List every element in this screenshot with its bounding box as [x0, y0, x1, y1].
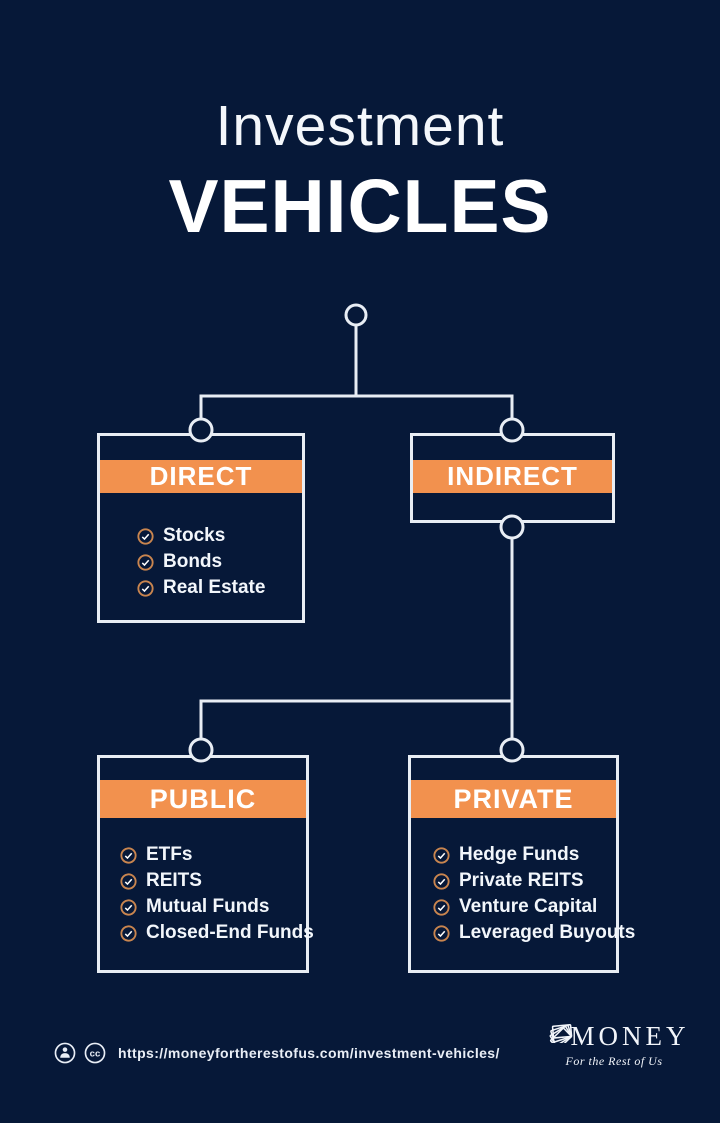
money-fan-icon	[539, 1010, 577, 1050]
check-circle-icon	[120, 872, 137, 890]
item-label: Bonds	[163, 551, 223, 572]
indirect-header: INDIRECT	[413, 460, 612, 493]
page-title: Investment VEHICLES	[0, 98, 720, 244]
check-circle-icon	[433, 846, 450, 864]
list-item: Bonds	[137, 549, 302, 575]
title-line-2: VEHICLES	[168, 164, 552, 248]
item-label: Venture Capital	[459, 896, 598, 917]
cc-icon: cc	[84, 1042, 106, 1064]
logo-name: MONEY	[570, 1021, 690, 1051]
root-node-circle	[344, 303, 368, 327]
list-item: Stocks	[137, 523, 302, 549]
check-circle-icon	[433, 872, 450, 890]
source-url: https://moneyfortherestofus.com/investme…	[118, 1045, 500, 1061]
list-item: Private REITS	[433, 868, 616, 894]
check-circle-icon	[120, 846, 137, 864]
item-label: REITS	[146, 870, 202, 891]
item-label: Leveraged Buyouts	[459, 922, 636, 943]
list-item: Leveraged Buyouts	[433, 920, 635, 946]
svg-text:cc: cc	[90, 1048, 101, 1059]
check-circle-icon	[433, 898, 450, 916]
direct-box: DIRECT Stocks Bonds Real Estate	[97, 433, 305, 623]
item-label: Mutual Funds	[146, 896, 270, 917]
check-circle-icon	[120, 924, 137, 942]
title-line-1: Investment	[215, 94, 505, 158]
list-item: Venture Capital	[433, 894, 616, 920]
public-header: PUBLIC	[100, 780, 306, 818]
money-for-the-rest-of-us-logo: MONEY For the Rest of Us	[534, 1010, 694, 1069]
public-item-list: ETFs REITS Mutual Funds Closed-End Funds	[100, 818, 314, 946]
check-circle-icon	[433, 924, 450, 942]
list-item: ETFs	[120, 842, 306, 868]
logo-tagline: For the Rest of Us	[565, 1054, 663, 1068]
direct-item-list: Stocks Bonds Real Estate	[100, 493, 302, 601]
item-label: Real Estate	[163, 577, 266, 598]
indirect-box: INDIRECT	[410, 433, 615, 523]
private-header: PRIVATE	[411, 780, 616, 818]
private-box: PRIVATE Hedge Funds Private REITS Ventur…	[408, 755, 635, 973]
logo-top-row: MONEY	[534, 1010, 694, 1050]
item-label: ETFs	[146, 844, 193, 865]
footer-attribution: cc https://moneyfortherestofus.com/inves…	[54, 1042, 500, 1064]
list-item: Real Estate	[137, 575, 302, 601]
check-circle-icon	[120, 898, 137, 916]
private-item-list: Hedge Funds Private REITS Venture Capita…	[411, 818, 635, 946]
item-label: Hedge Funds	[459, 844, 580, 865]
check-circle-icon	[137, 579, 154, 597]
direct-header: DIRECT	[100, 460, 302, 493]
item-label: Private REITS	[459, 870, 584, 891]
item-label: Closed-End Funds	[146, 922, 314, 943]
item-label: Stocks	[163, 525, 226, 546]
check-circle-icon	[137, 553, 154, 571]
check-circle-icon	[137, 527, 154, 545]
list-item: Mutual Funds	[120, 894, 306, 920]
public-box: PUBLIC ETFs REITS Mutual Funds Closed-En…	[97, 755, 314, 973]
cc-attribution-icon	[54, 1042, 76, 1064]
list-item: Hedge Funds	[433, 842, 616, 868]
list-item: Closed-End Funds	[120, 920, 314, 946]
list-item: REITS	[120, 868, 306, 894]
